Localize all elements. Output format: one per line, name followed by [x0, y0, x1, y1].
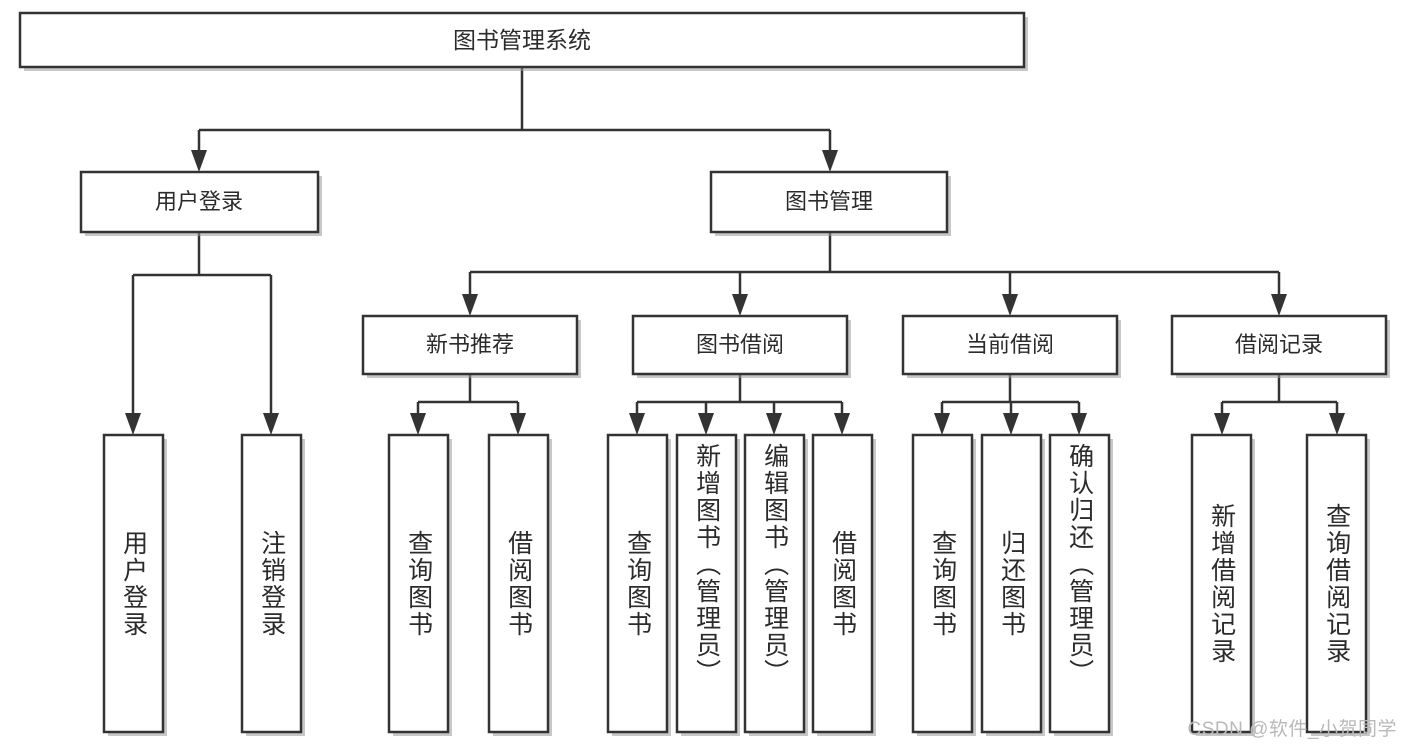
arrow-leaf-query-book-3 [934, 413, 950, 435]
arrow-leaf-return-book [1003, 413, 1019, 435]
node-leaf-confirm-return[interactable] [1048, 433, 1113, 736]
edge-layer [125, 67, 1345, 435]
arrow-leaf-borrow-book-1 [510, 413, 526, 435]
node-book-borrow-label: 图书借阅 [696, 332, 784, 357]
node-current-borrow[interactable]: 当前借阅 [901, 314, 1121, 378]
arrow-to-book-manage [822, 150, 838, 172]
node-leaf-return-book[interactable] [980, 433, 1045, 736]
node-leaf-query-book-1[interactable] [387, 433, 452, 736]
arrow-leaf-user-login [125, 413, 141, 435]
arrow-leaf-borrow-book-2 [834, 413, 850, 435]
node-leaf-add-book[interactable] [675, 433, 740, 736]
node-layer: 图书管理系统 用户登录 图书管理 新书推荐 [18, 11, 1390, 736]
arrow-leaf-add-book [698, 413, 714, 435]
node-new-book-recommend-label: 新书推荐 [426, 332, 514, 357]
node-leaf-user-logout[interactable] [240, 433, 305, 736]
node-user-login[interactable]: 用户登录 [79, 170, 322, 236]
arrow-to-borrow-record [1271, 294, 1287, 316]
arrow-to-current-borrow [1002, 294, 1018, 316]
node-leaf-user-login[interactable] [102, 433, 167, 736]
arrow-leaf-edit-book [766, 413, 782, 435]
node-leaf-query-book-3[interactable] [911, 433, 976, 736]
node-current-borrow-label: 当前借阅 [966, 332, 1054, 357]
node-leaf-add-record[interactable] [1190, 433, 1255, 736]
arrow-to-new-book [462, 294, 478, 316]
arrow-leaf-user-logout [263, 413, 279, 435]
node-user-login-label: 用户登录 [155, 189, 243, 214]
node-leaf-borrow-book-2[interactable] [811, 433, 876, 736]
node-book-manage-label: 图书管理 [785, 189, 873, 214]
node-leaf-edit-book[interactable] [743, 433, 808, 736]
arrow-leaf-query-book-2 [629, 413, 645, 435]
node-new-book-recommend[interactable]: 新书推荐 [361, 314, 581, 378]
node-leaf-query-record[interactable] [1305, 433, 1370, 736]
node-borrow-record-label: 借阅记录 [1235, 332, 1323, 357]
node-root[interactable]: 图书管理系统 [18, 11, 1028, 71]
node-book-borrow[interactable]: 图书借阅 [631, 314, 851, 378]
node-book-manage[interactable]: 图书管理 [709, 170, 951, 236]
arrow-leaf-confirm-return [1071, 413, 1087, 435]
arrow-to-user-login [191, 150, 207, 172]
arrow-leaf-add-record [1214, 413, 1230, 435]
node-borrow-record[interactable]: 借阅记录 [1170, 314, 1390, 378]
node-leaf-query-book-2[interactable] [606, 433, 671, 736]
arrow-leaf-query-record [1329, 413, 1345, 435]
csdn-watermark: CSDN @软件_小贺同学 [1187, 719, 1397, 740]
node-leaf-borrow-book-1[interactable] [487, 433, 552, 736]
node-root-label: 图书管理系统 [453, 27, 591, 53]
arrow-to-book-borrow [732, 294, 748, 316]
arrow-leaf-query-book-1 [410, 413, 426, 435]
